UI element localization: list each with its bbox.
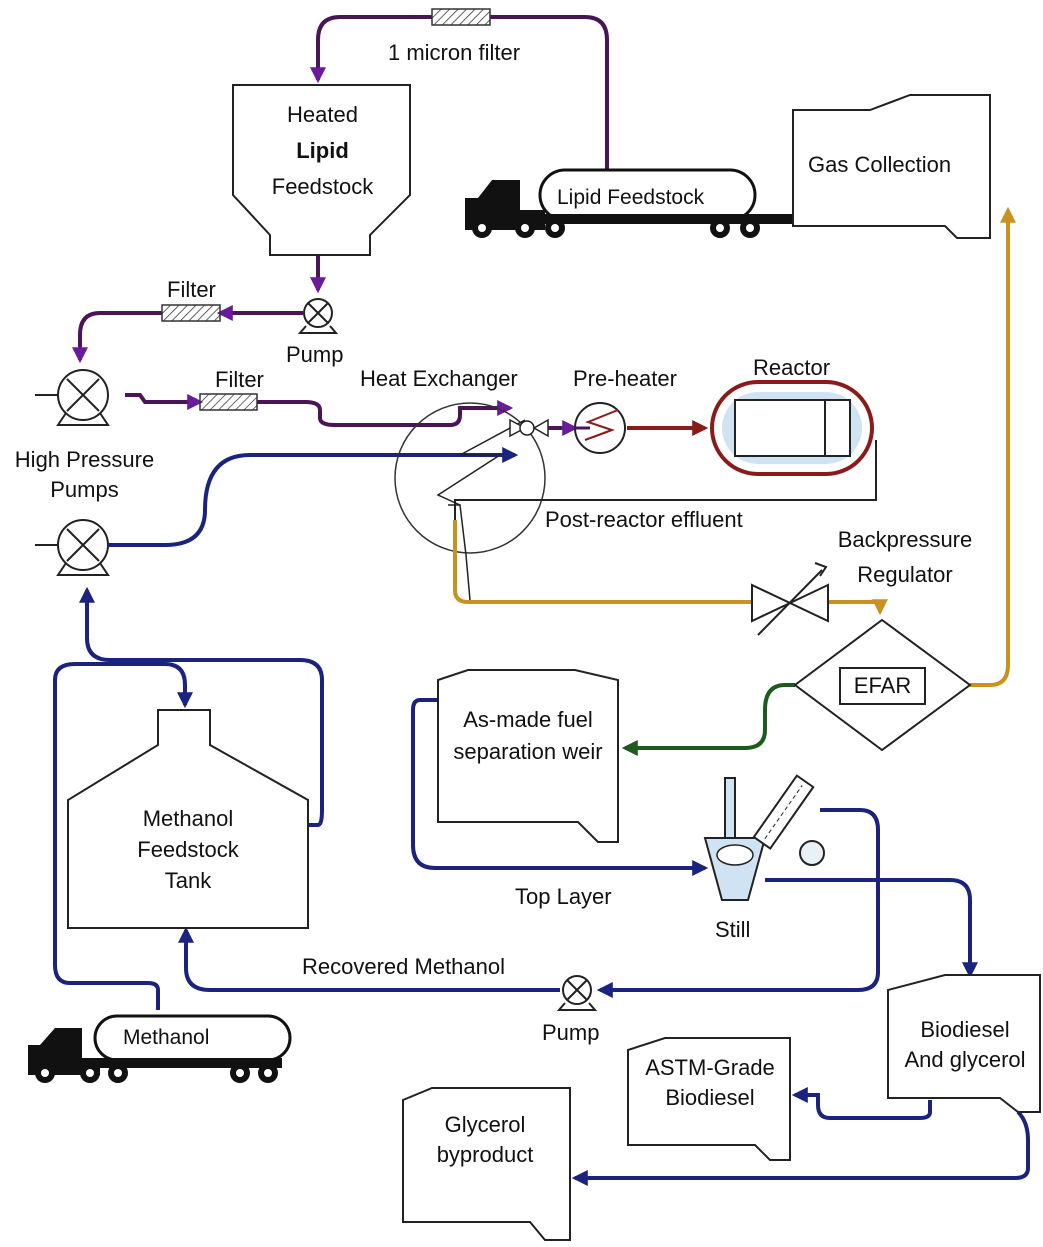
heated-tank-label-line1: Heated [287,102,358,127]
heat-exchanger-icon [394,402,546,601]
mixing-valve-icon [509,418,549,438]
pre-heater-label: Pre-heater [573,366,677,391]
micron-filter-label: 1 micron filter [388,40,521,65]
efar-unit [793,618,972,752]
recovered-methanol-label: Recovered Methanol [302,954,506,979]
methanol-line-still-to-pump [596,808,880,998]
line-efar-to-weir [621,683,795,756]
biodiesel-glycerol-container [887,974,1041,1113]
filter-top-label: Filter [167,277,216,302]
lipid-line-truck-to-filter [490,15,609,170]
backpressure-label-line1: Backpressure [837,527,973,552]
line-biodiesel-to-glycerol [571,1110,1030,1186]
pump-bottom-label: Pump [542,1020,600,1045]
weir-label-line1: As-made fuel [463,707,593,732]
biodiesel-glycerol-label-line2: And glycerol [904,1047,1026,1072]
methanol-flow-lines [53,447,1030,1186]
methanol-tank-label-line3: Tank [164,868,212,893]
glycerol-byproduct-container [402,1087,571,1241]
backpressure-label-line2: Regulator [857,562,953,587]
backpressure-regulator-icon [751,562,829,636]
separation-weir-container [437,669,619,843]
weir-label-line2: separation weir [453,739,603,764]
filter-mid-element [199,393,258,411]
glycerol-label-line2: byproduct [436,1142,534,1167]
biodiesel-glycerol-label-line1: Biodiesel [920,1017,1010,1042]
still-icon [703,774,825,901]
methanol-recovery-pump-icon [556,975,598,1011]
filter-mid-label: Filter [215,367,264,392]
still-label: Still [715,917,751,942]
lipid-truck-icon [465,168,800,238]
line-biodiesel-to-astm [791,1087,932,1120]
reactor-label: Reactor [753,355,831,380]
gas-collection-container [792,94,991,239]
lipid-line-filter-to-tank [310,15,432,84]
line-still-to-biodiesel [765,878,978,979]
lipid-line-filter-to-hp-pump [72,311,162,364]
line-top-layer-to-still [411,698,709,876]
astm-label-line1: ASTM-Grade [645,1055,775,1080]
line-efar-to-gas [970,206,1016,687]
micron-filter-element [431,8,491,26]
pre-heater-icon [574,402,626,454]
lipid-flow-lines [72,15,609,427]
methanol-line-hp-to-hx [108,447,519,547]
efar-label: EFAR [853,673,912,698]
line-effluent-to-regulator [453,520,752,604]
astm-label-line2: Biodiesel [665,1085,755,1110]
methanol-truck-icon [28,1014,292,1083]
lipid-pump-icon [297,298,339,334]
pump-top-label: Pump [286,342,344,367]
heated-tank-label-line2: Lipid [296,138,349,163]
methanol-line-tank-to-hp [79,586,324,827]
lipid-line-hp-to-filter [125,393,204,410]
gas-collection-label: Gas Collection [808,152,952,177]
lipid-truck-label: Lipid Feedstock [557,186,705,209]
line-regulator-to-efar [825,599,888,616]
filter-top-element [161,304,221,322]
methanol-tank-label-line2: Feedstock [137,837,239,862]
methanol-truck-label: Methanol [123,1026,210,1049]
methanol-line-recovered-to-tank [178,926,560,992]
hp-pumps-label-line1: High Pressure [14,447,155,472]
hp-pumps-label-line2: Pumps [50,477,119,502]
methanol-line-truck-to-tank [53,662,193,1010]
heated-tank-label-line3: Feedstock [271,174,374,199]
glycerol-label-line1: Glycerol [444,1112,526,1137]
top-layer-label: Top Layer [515,884,612,909]
heated-lipid-tank [232,84,411,256]
high-pressure-pump-2-icon [35,519,110,576]
reactor-icon [710,380,874,476]
post-reactor-effluent-label: Post-reactor effluent [545,507,743,532]
high-pressure-pump-1-icon [35,369,110,426]
lipid-line-filter-to-hx [257,400,514,427]
astm-biodiesel-container [627,1037,791,1161]
methanol-tank-label-line1: Methanol [142,806,234,831]
effluent-flow-lines [453,206,1016,756]
methanol-feedstock-tank [67,709,309,929]
heat-exchanger-label: Heat Exchanger [360,366,518,391]
